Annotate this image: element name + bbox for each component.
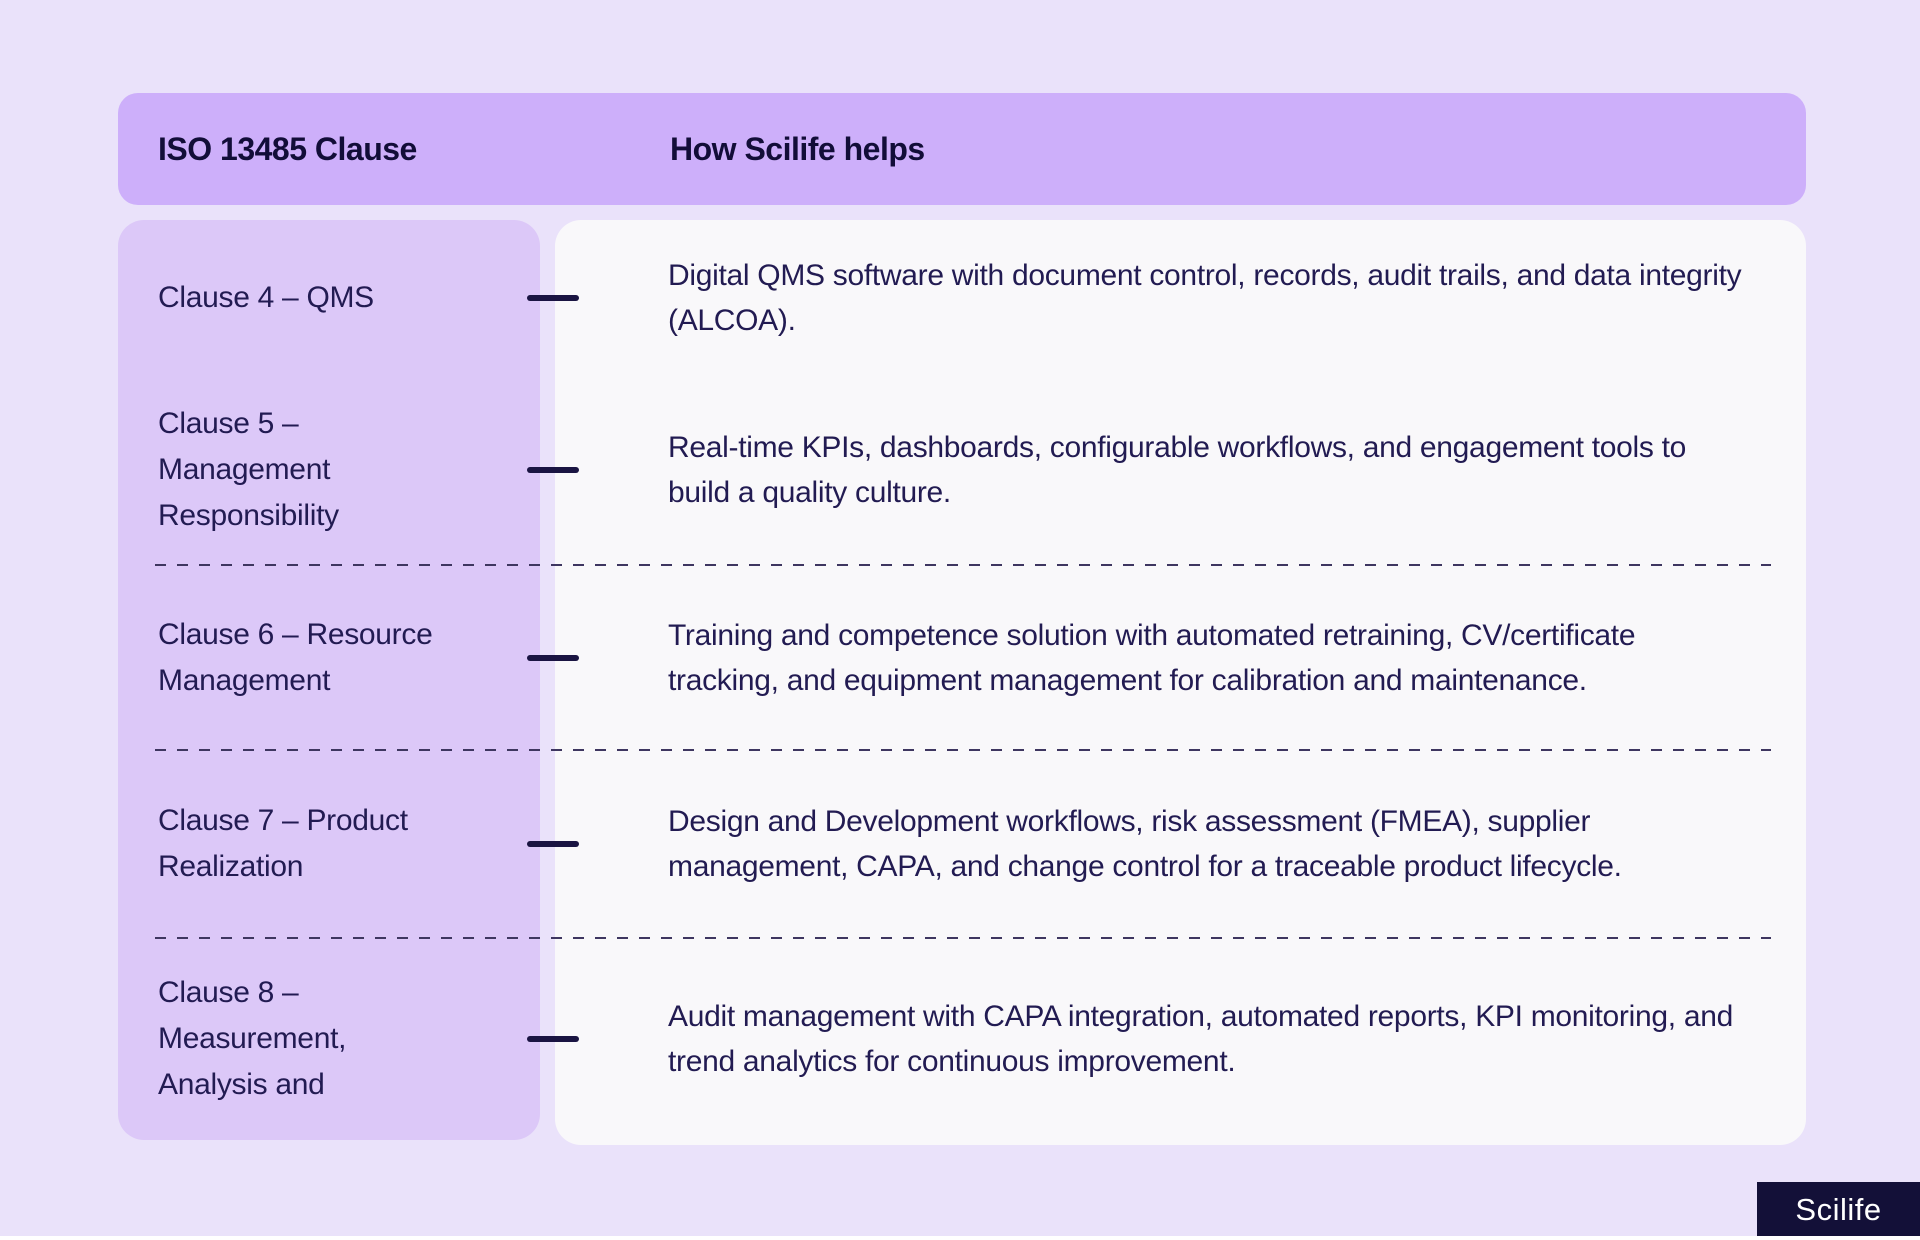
scilife-logo-text: Scilife (1795, 1191, 1882, 1227)
help-text: Training and competence solution with au… (668, 618, 1636, 697)
table-row: Clause 8 – Measurement, Analysis and Aud… (118, 938, 1806, 1140)
help-text: Audit management with CAPA integration, … (668, 1000, 1733, 1078)
table-row: Clause 7 – Product Realization Design an… (118, 750, 1806, 938)
clause-column-panel (118, 220, 540, 1140)
table-row: Clause 4 – QMS Digital QMS software with… (118, 220, 1806, 375)
header-col-clause: ISO 13485 Clause (158, 130, 417, 167)
clause-label: Clause 4 – QMS (158, 280, 374, 314)
help-text: Digital QMS software with document contr… (668, 258, 1742, 337)
row-connector-dash (527, 654, 579, 661)
clause-label: Clause 7 – Product Realization (158, 804, 408, 883)
row-connector-dash (527, 841, 579, 847)
row-connector-dash (527, 467, 579, 473)
table-row: Clause 5 – Management Responsibility Rea… (118, 375, 1806, 565)
row-separator-dashed-line (155, 937, 1771, 939)
clause-label: Clause 6 – Resource Management (158, 617, 433, 697)
row-connector-dash (527, 1036, 579, 1042)
help-column-panel (555, 220, 1806, 1145)
header-col-help: How Scilife helps (670, 130, 925, 167)
help-text: Real-time KPIs, dashboards, configurable… (668, 431, 1687, 509)
scilife-logo: Scilife (1757, 1182, 1920, 1237)
table-header-bar: ISO 13485 Clause How Scilife helps (118, 93, 1806, 205)
row-separator-dashed-line (155, 564, 1771, 566)
row-separator-dashed-line (155, 749, 1771, 751)
bottom-edge-strip (0, 1236, 1920, 1240)
row-connector-dash (527, 294, 579, 301)
table-row: Clause 6 – Resource Management Training … (118, 565, 1806, 750)
clause-label: Clause 5 – Management Responsibility (158, 407, 339, 532)
clause-label: Clause 8 – Measurement, Analysis and (158, 976, 347, 1101)
help-text: Design and Development workflows, risk a… (668, 805, 1622, 883)
